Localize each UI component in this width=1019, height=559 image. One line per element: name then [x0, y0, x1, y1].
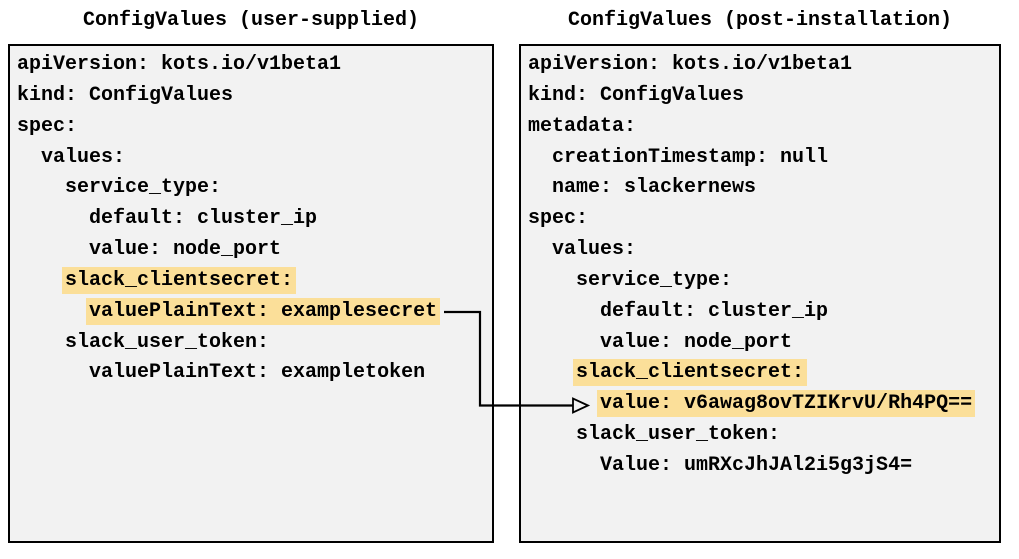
yaml-line: value: v6awag8ovTZIKrvU/Rh4PQ==: [528, 389, 999, 420]
line-text: default: cluster_ip: [89, 207, 318, 231]
line-text: creationTimestamp: null: [552, 145, 829, 169]
yaml-line: value: node_port: [17, 235, 492, 266]
yaml-line: value: node_port: [528, 328, 999, 359]
line-indent: [528, 300, 600, 323]
line-text: values:: [41, 145, 126, 169]
line-text: kind: ConfigValues: [528, 83, 745, 107]
highlighted-line-text: slack_clientsecret:: [576, 359, 805, 387]
line-indent: [528, 423, 576, 446]
user-supplied-config-panel: apiVersion: kots.io/v1beta1 kind: Config…: [8, 44, 494, 543]
yaml-line: name: slackernews: [528, 173, 999, 204]
yaml-line: valuePlainText: examplesecret: [17, 297, 492, 328]
left-panel-title: ConfigValues (user-supplied): [82, 9, 420, 32]
line-text: service_type:: [576, 268, 733, 292]
line-text: apiVersion: kots.io/v1beta1: [17, 53, 342, 76]
line-indent: [17, 176, 65, 199]
yaml-line: apiVersion: kots.io/v1beta1: [17, 50, 492, 81]
line-indent: [528, 176, 552, 199]
line-text: value: node_port: [600, 330, 793, 354]
line-indent: [528, 392, 600, 415]
line-text: valuePlainText: exampletoken: [89, 361, 426, 385]
yaml-line: valuePlainText: exampletoken: [17, 358, 492, 389]
line-text: kind: ConfigValues: [17, 83, 234, 107]
yaml-line: values:: [17, 143, 492, 174]
line-text: slack_user_token:: [65, 330, 270, 354]
post-installation-config-panel: apiVersion: kots.io/v1beta1 kind: Config…: [519, 44, 1001, 543]
line-indent: [17, 238, 89, 261]
line-indent: [528, 269, 576, 292]
line-indent: [17, 269, 65, 292]
line-indent: [17, 300, 89, 323]
yaml-line: creationTimestamp: null: [528, 143, 999, 174]
yaml-line: metadata:: [528, 112, 999, 143]
yaml-line: slack_clientsecret:: [17, 266, 492, 297]
yaml-line: default: cluster_ip: [528, 297, 999, 328]
line-indent: [528, 238, 552, 261]
line-indent: [17, 146, 41, 169]
line-text: service_type:: [65, 176, 222, 200]
yaml-line: kind: ConfigValues: [17, 81, 492, 112]
yaml-line: service_type:: [17, 173, 492, 204]
highlighted-line-text: value: v6awag8ovTZIKrvU/Rh4PQ==: [600, 390, 973, 418]
line-text: apiVersion: kots.io/v1beta1: [528, 53, 853, 76]
line-text: name: slackernews: [552, 176, 757, 200]
yaml-line: slack_clientsecret:: [528, 358, 999, 389]
yaml-line: Value: umRXcJhJAl2i5g3jS4=: [528, 451, 999, 482]
yaml-line: service_type:: [528, 266, 999, 297]
line-indent: [528, 454, 600, 477]
line-indent: [17, 331, 65, 354]
line-indent: [528, 146, 552, 169]
line-text: metadata:: [528, 114, 637, 138]
line-indent: [528, 331, 600, 354]
line-text: default: cluster_ip: [600, 299, 829, 323]
yaml-line: kind: ConfigValues: [528, 81, 999, 112]
line-text: values:: [552, 238, 637, 262]
line-text: spec:: [17, 114, 78, 138]
line-indent: [528, 361, 576, 384]
line-text: slack_user_token:: [576, 423, 781, 447]
yaml-line: apiVersion: kots.io/v1beta1: [528, 50, 999, 81]
yaml-line: spec:: [528, 204, 999, 235]
yaml-line: slack_user_token:: [528, 420, 999, 451]
line-indent: [17, 207, 89, 230]
line-indent: [17, 361, 89, 384]
highlighted-line-text: slack_clientsecret:: [65, 266, 294, 294]
right-panel-title: ConfigValues (post-installation): [567, 9, 953, 32]
yaml-line: spec:: [17, 112, 492, 143]
line-text: value: node_port: [89, 238, 282, 262]
yaml-line: values:: [528, 235, 999, 266]
yaml-line: default: cluster_ip: [17, 204, 492, 235]
highlighted-line-text: valuePlainText: examplesecret: [89, 297, 438, 325]
yaml-line: slack_user_token:: [17, 328, 492, 359]
line-text: Value: umRXcJhJAl2i5g3jS4=: [600, 453, 913, 477]
line-text: spec:: [528, 207, 589, 231]
